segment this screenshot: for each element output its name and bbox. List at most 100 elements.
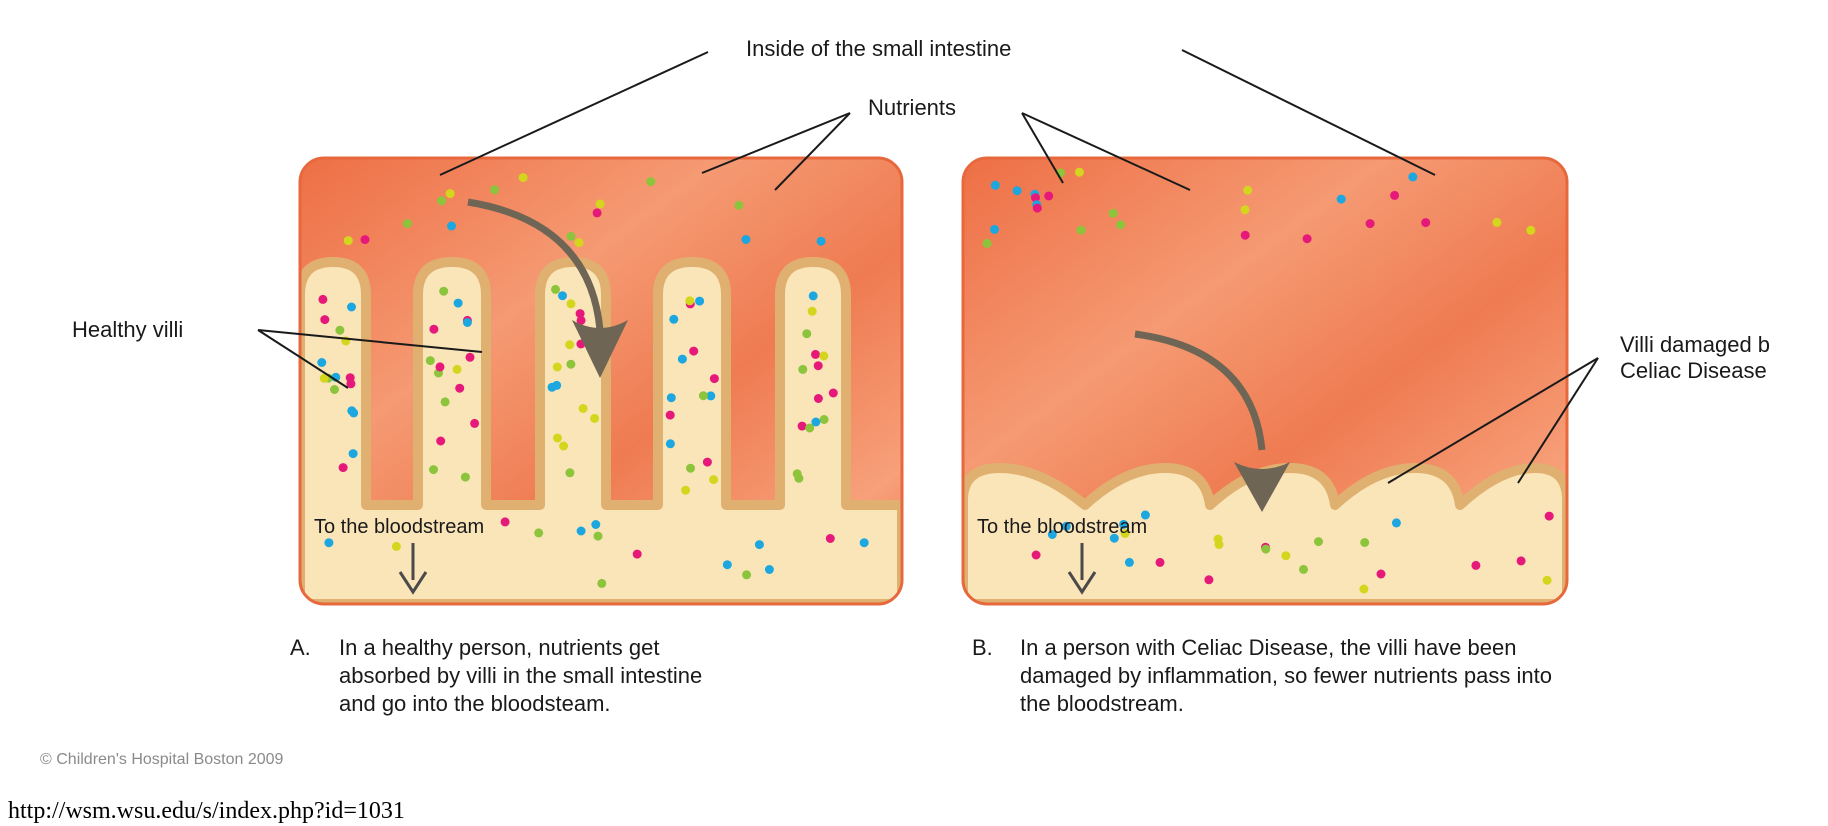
- nutrient-dot: [798, 422, 807, 431]
- nutrient-dot: [594, 532, 603, 541]
- nutrient-dot: [1033, 204, 1042, 213]
- nutrient-dot: [553, 363, 562, 372]
- nutrient-dot: [579, 404, 588, 413]
- nutrient-dot: [590, 414, 599, 423]
- nutrient-dot: [809, 291, 818, 300]
- nutrient-dot: [1215, 540, 1224, 549]
- nutrient-dot: [565, 468, 574, 477]
- nutrient-dot: [802, 329, 811, 338]
- nutrient-dot: [808, 307, 817, 316]
- nutrient-dot: [346, 373, 355, 382]
- nutrient-dot: [1390, 191, 1399, 200]
- nutrient-dot: [798, 365, 807, 374]
- nutrient-dot: [678, 355, 687, 364]
- nutrient-dot: [1392, 518, 1401, 527]
- nutrient-dot: [361, 235, 370, 244]
- nutrient-dot: [765, 565, 774, 574]
- nutrient-dot: [567, 299, 576, 308]
- nutrient-dot: [1075, 168, 1084, 177]
- nutrient-dot: [666, 411, 675, 420]
- nutrient-dot: [597, 579, 606, 588]
- nutrient-dot: [1281, 551, 1290, 560]
- nutrient-dot: [1366, 219, 1375, 228]
- nutrient-dot: [454, 299, 463, 308]
- healthy-villi-label: Healthy villi: [72, 317, 183, 342]
- nutrient-dot: [519, 173, 528, 182]
- nutrient-dot: [1044, 192, 1053, 201]
- nutrient-dot: [829, 389, 838, 398]
- nutrient-dot: [811, 418, 820, 427]
- damaged-villi-label-line1: Villi damaged b: [1620, 332, 1770, 357]
- nutrient-dot: [1204, 575, 1213, 584]
- nutrient-dot: [860, 538, 869, 547]
- copyright-credit: © Children's Hospital Boston 2009: [40, 751, 284, 768]
- nutrient-dot: [436, 437, 445, 446]
- nutrient-dot: [1377, 570, 1386, 579]
- nutrient-dot: [1408, 172, 1417, 181]
- nutrient-dot: [553, 434, 562, 443]
- nutrient-dot: [735, 201, 744, 210]
- nutrient-dot: [1543, 576, 1552, 585]
- caption-b-marker: B.: [972, 635, 993, 660]
- nutrient-dot: [566, 360, 575, 369]
- nutrient-dot: [1116, 220, 1125, 229]
- nutrient-dot: [551, 285, 560, 294]
- nutrient-dot: [1360, 538, 1369, 547]
- nutrient-dot: [826, 534, 835, 543]
- nutrient-dot: [591, 520, 600, 529]
- nutrient-dot: [741, 235, 750, 244]
- nutrient-dot: [490, 185, 499, 194]
- nutrient-dot: [463, 318, 472, 327]
- nutrient-dot: [681, 486, 690, 495]
- bloodstream-label-b: To the bloodstream: [977, 516, 1147, 538]
- caption-b-line1: In a person with Celiac Disease, the vil…: [1020, 635, 1517, 660]
- nutrient-dot: [820, 415, 829, 424]
- nutrient-dot: [392, 542, 401, 551]
- nutrient-dot: [339, 463, 348, 472]
- nutrient-dot: [1471, 561, 1480, 570]
- caption-a-line3: and go into the bloodsteam.: [339, 691, 611, 716]
- nutrient-dot: [566, 232, 575, 241]
- nutrient-dot: [669, 315, 678, 324]
- nutrient-dot: [577, 527, 586, 536]
- nutrient-dot: [1359, 585, 1368, 594]
- nutrient-dot: [593, 208, 602, 217]
- caption-b-line2: damaged by inflammation, so fewer nutrie…: [1020, 663, 1552, 688]
- nutrient-dot: [710, 374, 719, 383]
- nutrient-dot: [565, 340, 574, 349]
- nutrient-dot: [470, 419, 479, 428]
- nutrient-dot: [667, 393, 676, 402]
- nutrient-dot: [703, 458, 712, 467]
- nutrient-dot: [1261, 545, 1270, 554]
- nutrient-dot: [1156, 558, 1165, 567]
- nutrient-dot: [320, 315, 329, 324]
- nutrient-dot: [453, 365, 462, 374]
- nutrient-dot: [344, 236, 353, 245]
- nutrient-dot: [447, 222, 456, 231]
- nutrient-dot: [429, 325, 438, 334]
- nutrient-dot: [349, 408, 358, 417]
- nutrient-dot: [558, 291, 567, 300]
- nutrient-dot: [1013, 186, 1022, 195]
- nutrient-dot: [1337, 195, 1346, 204]
- caption-a-marker: A.: [290, 635, 311, 660]
- nutrient-dot: [1421, 218, 1430, 227]
- nutrient-dot: [436, 362, 445, 371]
- nutrient-dot: [335, 326, 344, 335]
- bloodstream-label-a: To the bloodstream: [314, 516, 484, 538]
- nutrient-dot: [446, 189, 455, 198]
- nutrient-dot: [441, 397, 450, 406]
- nutrient-dot: [1545, 512, 1554, 521]
- nutrient-dot: [1303, 234, 1312, 243]
- nutrient-dot: [685, 296, 694, 305]
- nutrient-dot: [461, 473, 470, 482]
- nutrient-dot: [814, 361, 823, 370]
- nutrient-dot: [1241, 231, 1250, 240]
- caption-a-line1: In a healthy person, nutrients get: [339, 635, 659, 660]
- nutrient-dot: [548, 383, 557, 392]
- nutrient-dot: [501, 517, 510, 526]
- nutrient-dot: [991, 181, 1000, 190]
- nutrient-dot: [1032, 551, 1041, 560]
- nutrient-dot: [349, 449, 358, 458]
